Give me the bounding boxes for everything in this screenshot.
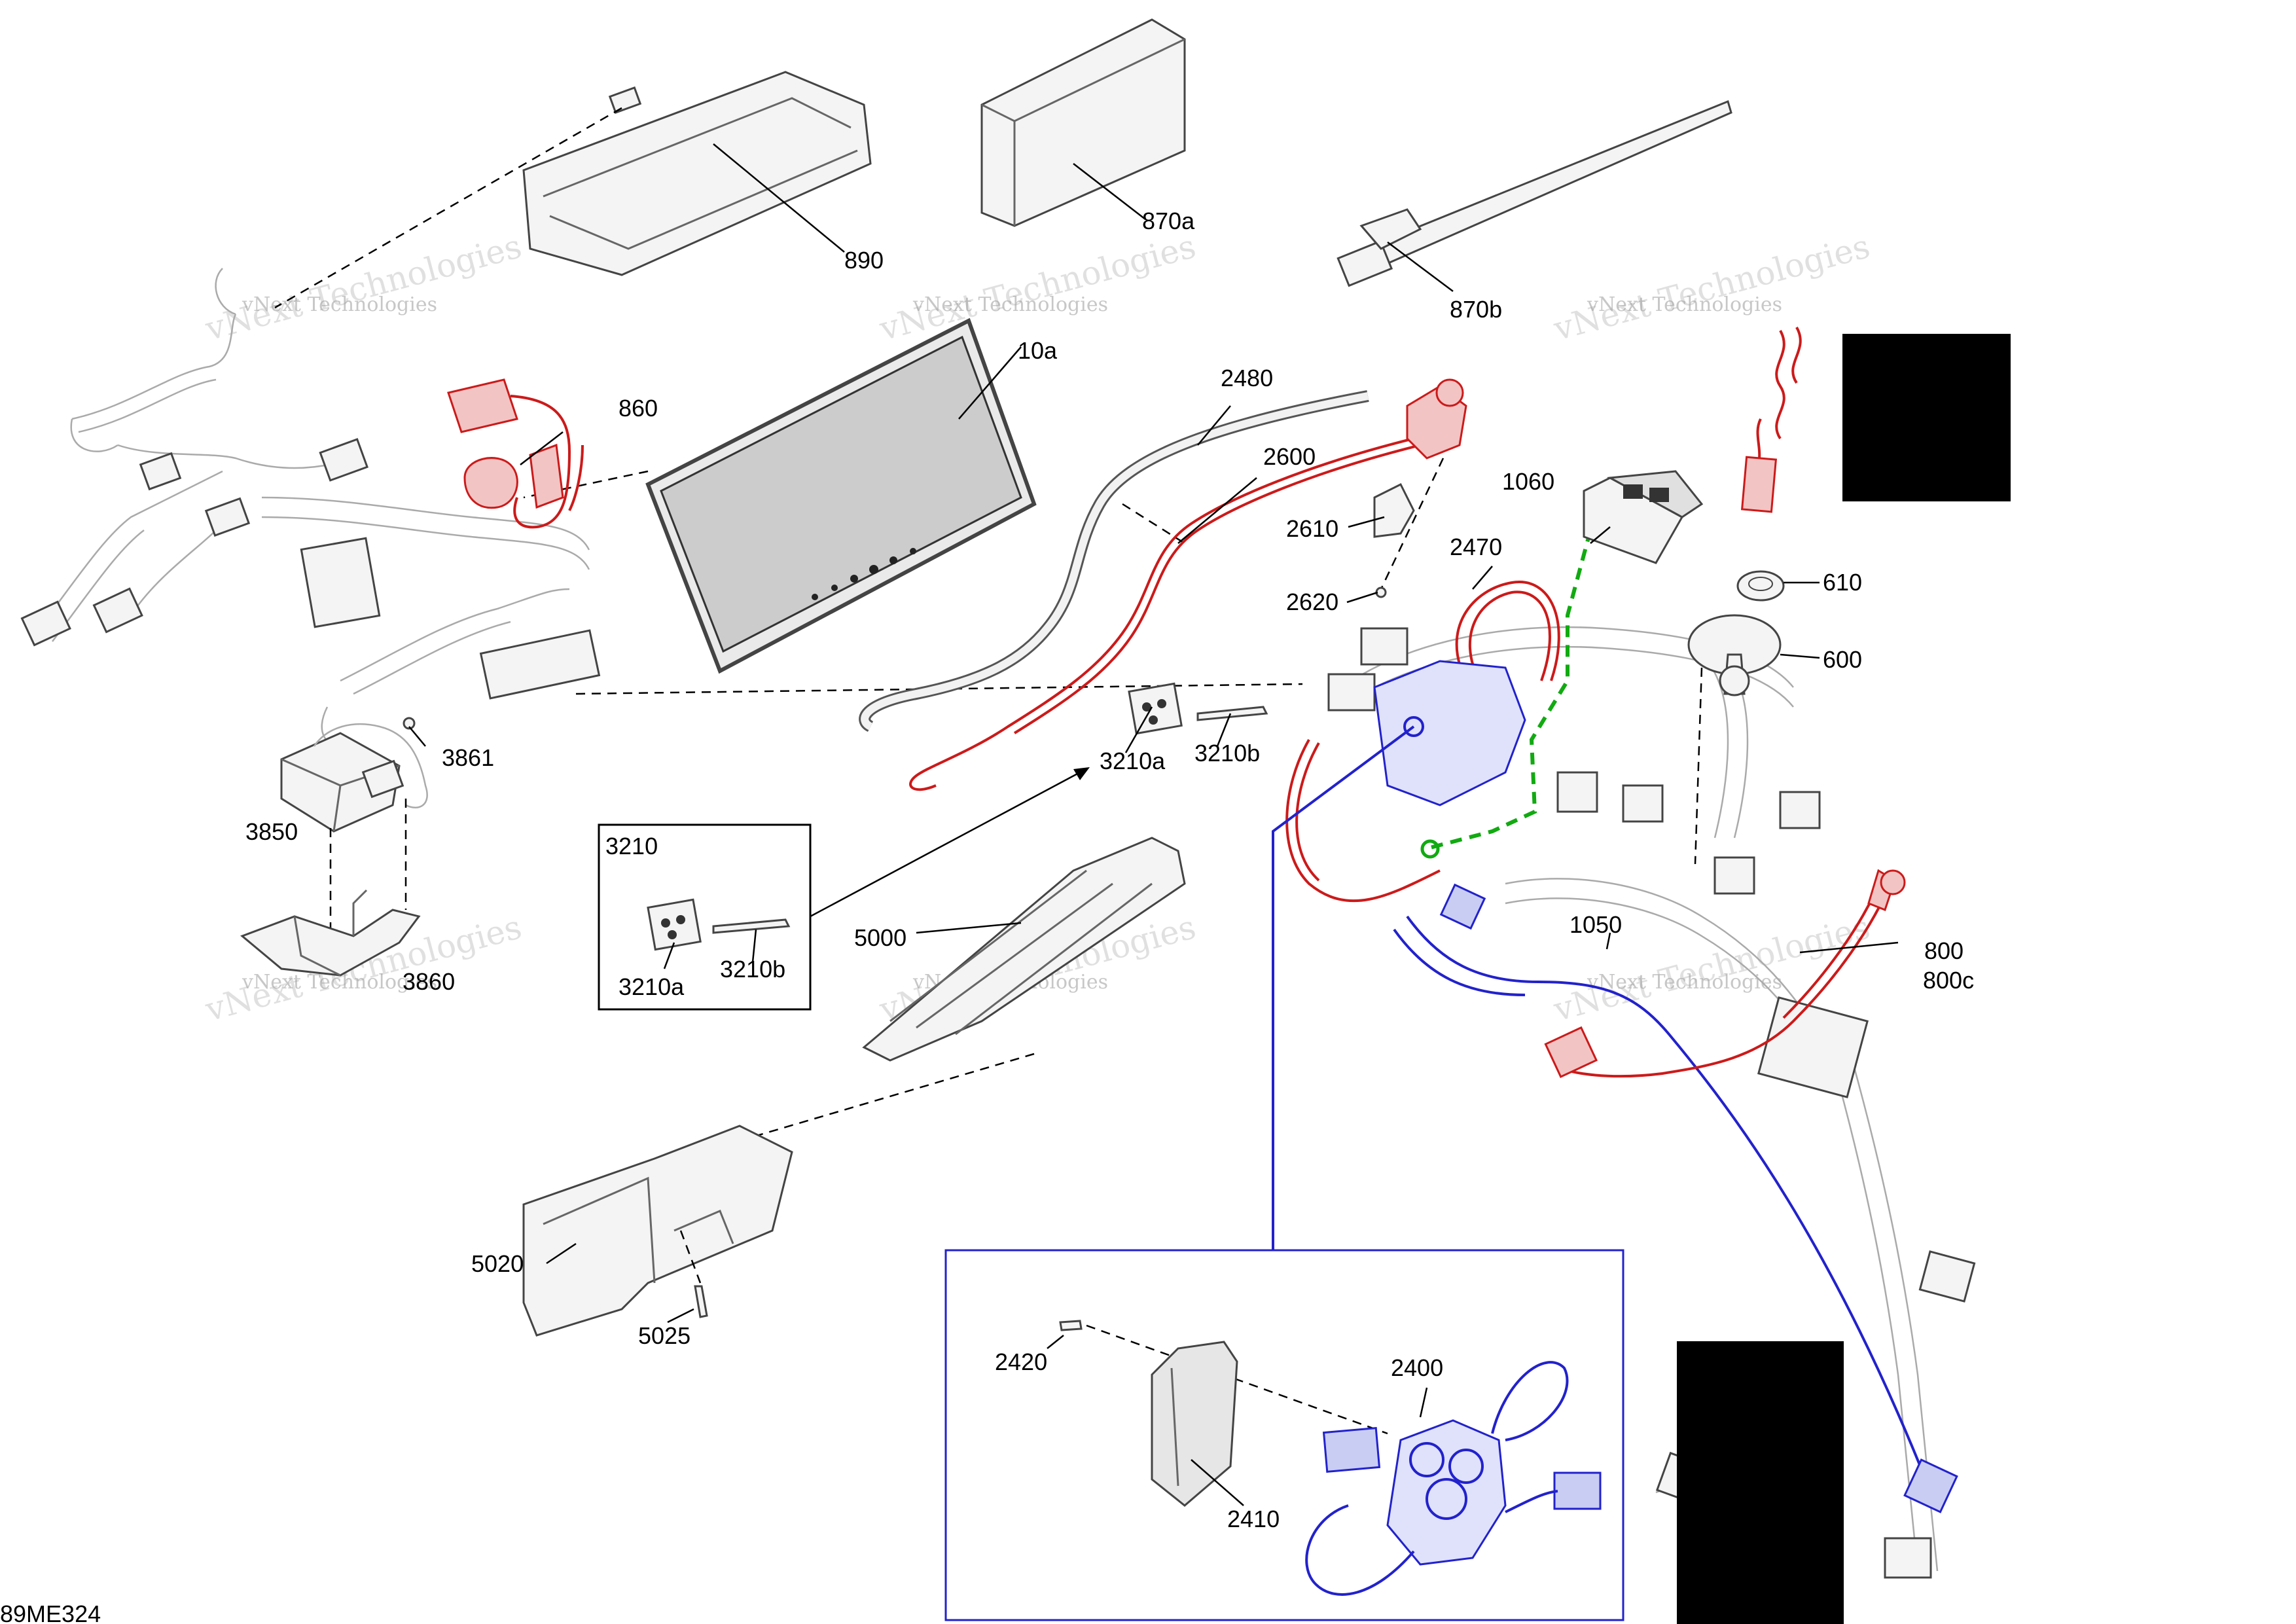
watermark: vNext Technologies — [201, 908, 526, 1029]
red-tether-cord — [1740, 327, 1802, 513]
watermark: vNext Technologies — [242, 293, 437, 316]
callout-2410: 2410 — [1227, 1506, 1280, 1532]
callout-870b: 870b — [1450, 296, 1502, 323]
callout-10a: 10a — [1018, 337, 1058, 364]
part-2620-screw — [1375, 586, 1387, 598]
callout-800c: 800c — [1923, 967, 1974, 994]
redaction-block — [1677, 1341, 1844, 1624]
part-870a-foam-block — [980, 18, 1186, 227]
part-2600-red-cable — [909, 378, 1467, 791]
part-800-red-cable — [1544, 869, 1906, 1079]
part-5020-bracket — [522, 1125, 793, 1337]
callout-800: 800 — [1924, 937, 1964, 964]
part-2610-clip — [1373, 458, 1444, 590]
callout-860: 860 — [619, 395, 658, 422]
callout-2400: 2400 — [1391, 1354, 1443, 1381]
callout-3210b-detail: 3210b — [720, 956, 785, 983]
callout-5020: 5020 — [471, 1250, 524, 1277]
callout-600: 600 — [1823, 646, 1862, 673]
watermark: vNext Technologies — [875, 227, 1200, 348]
callout-3210: 3210 — [605, 833, 658, 859]
part-610-cap — [1736, 570, 1785, 602]
callout-2600: 2600 — [1263, 443, 1316, 470]
part-2480-tube — [859, 390, 1369, 732]
callout-3210a: 3210a — [1100, 748, 1166, 774]
part-3210b-pin — [1196, 706, 1268, 721]
callout-2470: 2470 — [1450, 533, 1502, 560]
part-1060-switch — [1583, 470, 1704, 564]
part-2400-blue-switch-installed — [1272, 660, 1958, 1513]
green-routing-path — [1420, 530, 1592, 859]
part-3860-bracket — [240, 889, 421, 977]
detail-box-3210 — [598, 767, 1090, 1011]
leader-lines — [520, 143, 1899, 1506]
part-2470-red-harness — [1285, 581, 1560, 903]
part-600-key-switch — [1687, 614, 1782, 696]
part-3850-module — [280, 723, 428, 943]
part-3210a-connector — [1128, 682, 1183, 735]
part-10a-display — [523, 317, 1037, 674]
callout-610: 610 — [1823, 569, 1862, 596]
part-5025-screw — [694, 1285, 708, 1318]
callout-1060: 1060 — [1502, 468, 1554, 495]
part-3861-screw — [403, 717, 426, 747]
callout-3210a-detail: 3210a — [619, 973, 685, 1000]
watermark: vNext Technologies — [912, 293, 1108, 316]
callout-890: 890 — [844, 247, 884, 274]
part-860-red-connector — [447, 378, 584, 529]
callout-870a: 870a — [1142, 208, 1195, 234]
part-890-storage-case — [274, 71, 872, 309]
callout-2620: 2620 — [1286, 588, 1338, 615]
callout-labels: 890 870a 870b 10a 860 2480 2600 2610 262… — [0, 208, 1974, 1624]
callout-1050: 1050 — [1570, 911, 1622, 938]
callout-2610: 2610 — [1286, 515, 1338, 542]
watermark: vNext Technologies — [201, 227, 526, 348]
callout-2420: 2420 — [995, 1348, 1047, 1375]
callout-5000: 5000 — [854, 924, 906, 951]
left-wire-harness — [20, 268, 1303, 748]
callout-3210b: 3210b — [1194, 740, 1260, 767]
callout-5025: 5025 — [638, 1322, 691, 1349]
watermark: vNext Technologies — [1549, 227, 1874, 348]
drawing-number: 89ME324 — [0, 1600, 101, 1624]
callout-3860: 3860 — [403, 968, 455, 995]
detail-box-2400 — [944, 1249, 1624, 1621]
watermark: vNext Technologies — [1587, 971, 1782, 994]
callout-3850: 3850 — [245, 818, 298, 845]
redaction-block — [1842, 334, 2011, 501]
watermark: vNext Technologies — [1587, 293, 1782, 316]
callout-2480: 2480 — [1221, 365, 1273, 391]
callout-3861: 3861 — [442, 744, 494, 771]
part-870b-strap — [1336, 99, 1732, 287]
